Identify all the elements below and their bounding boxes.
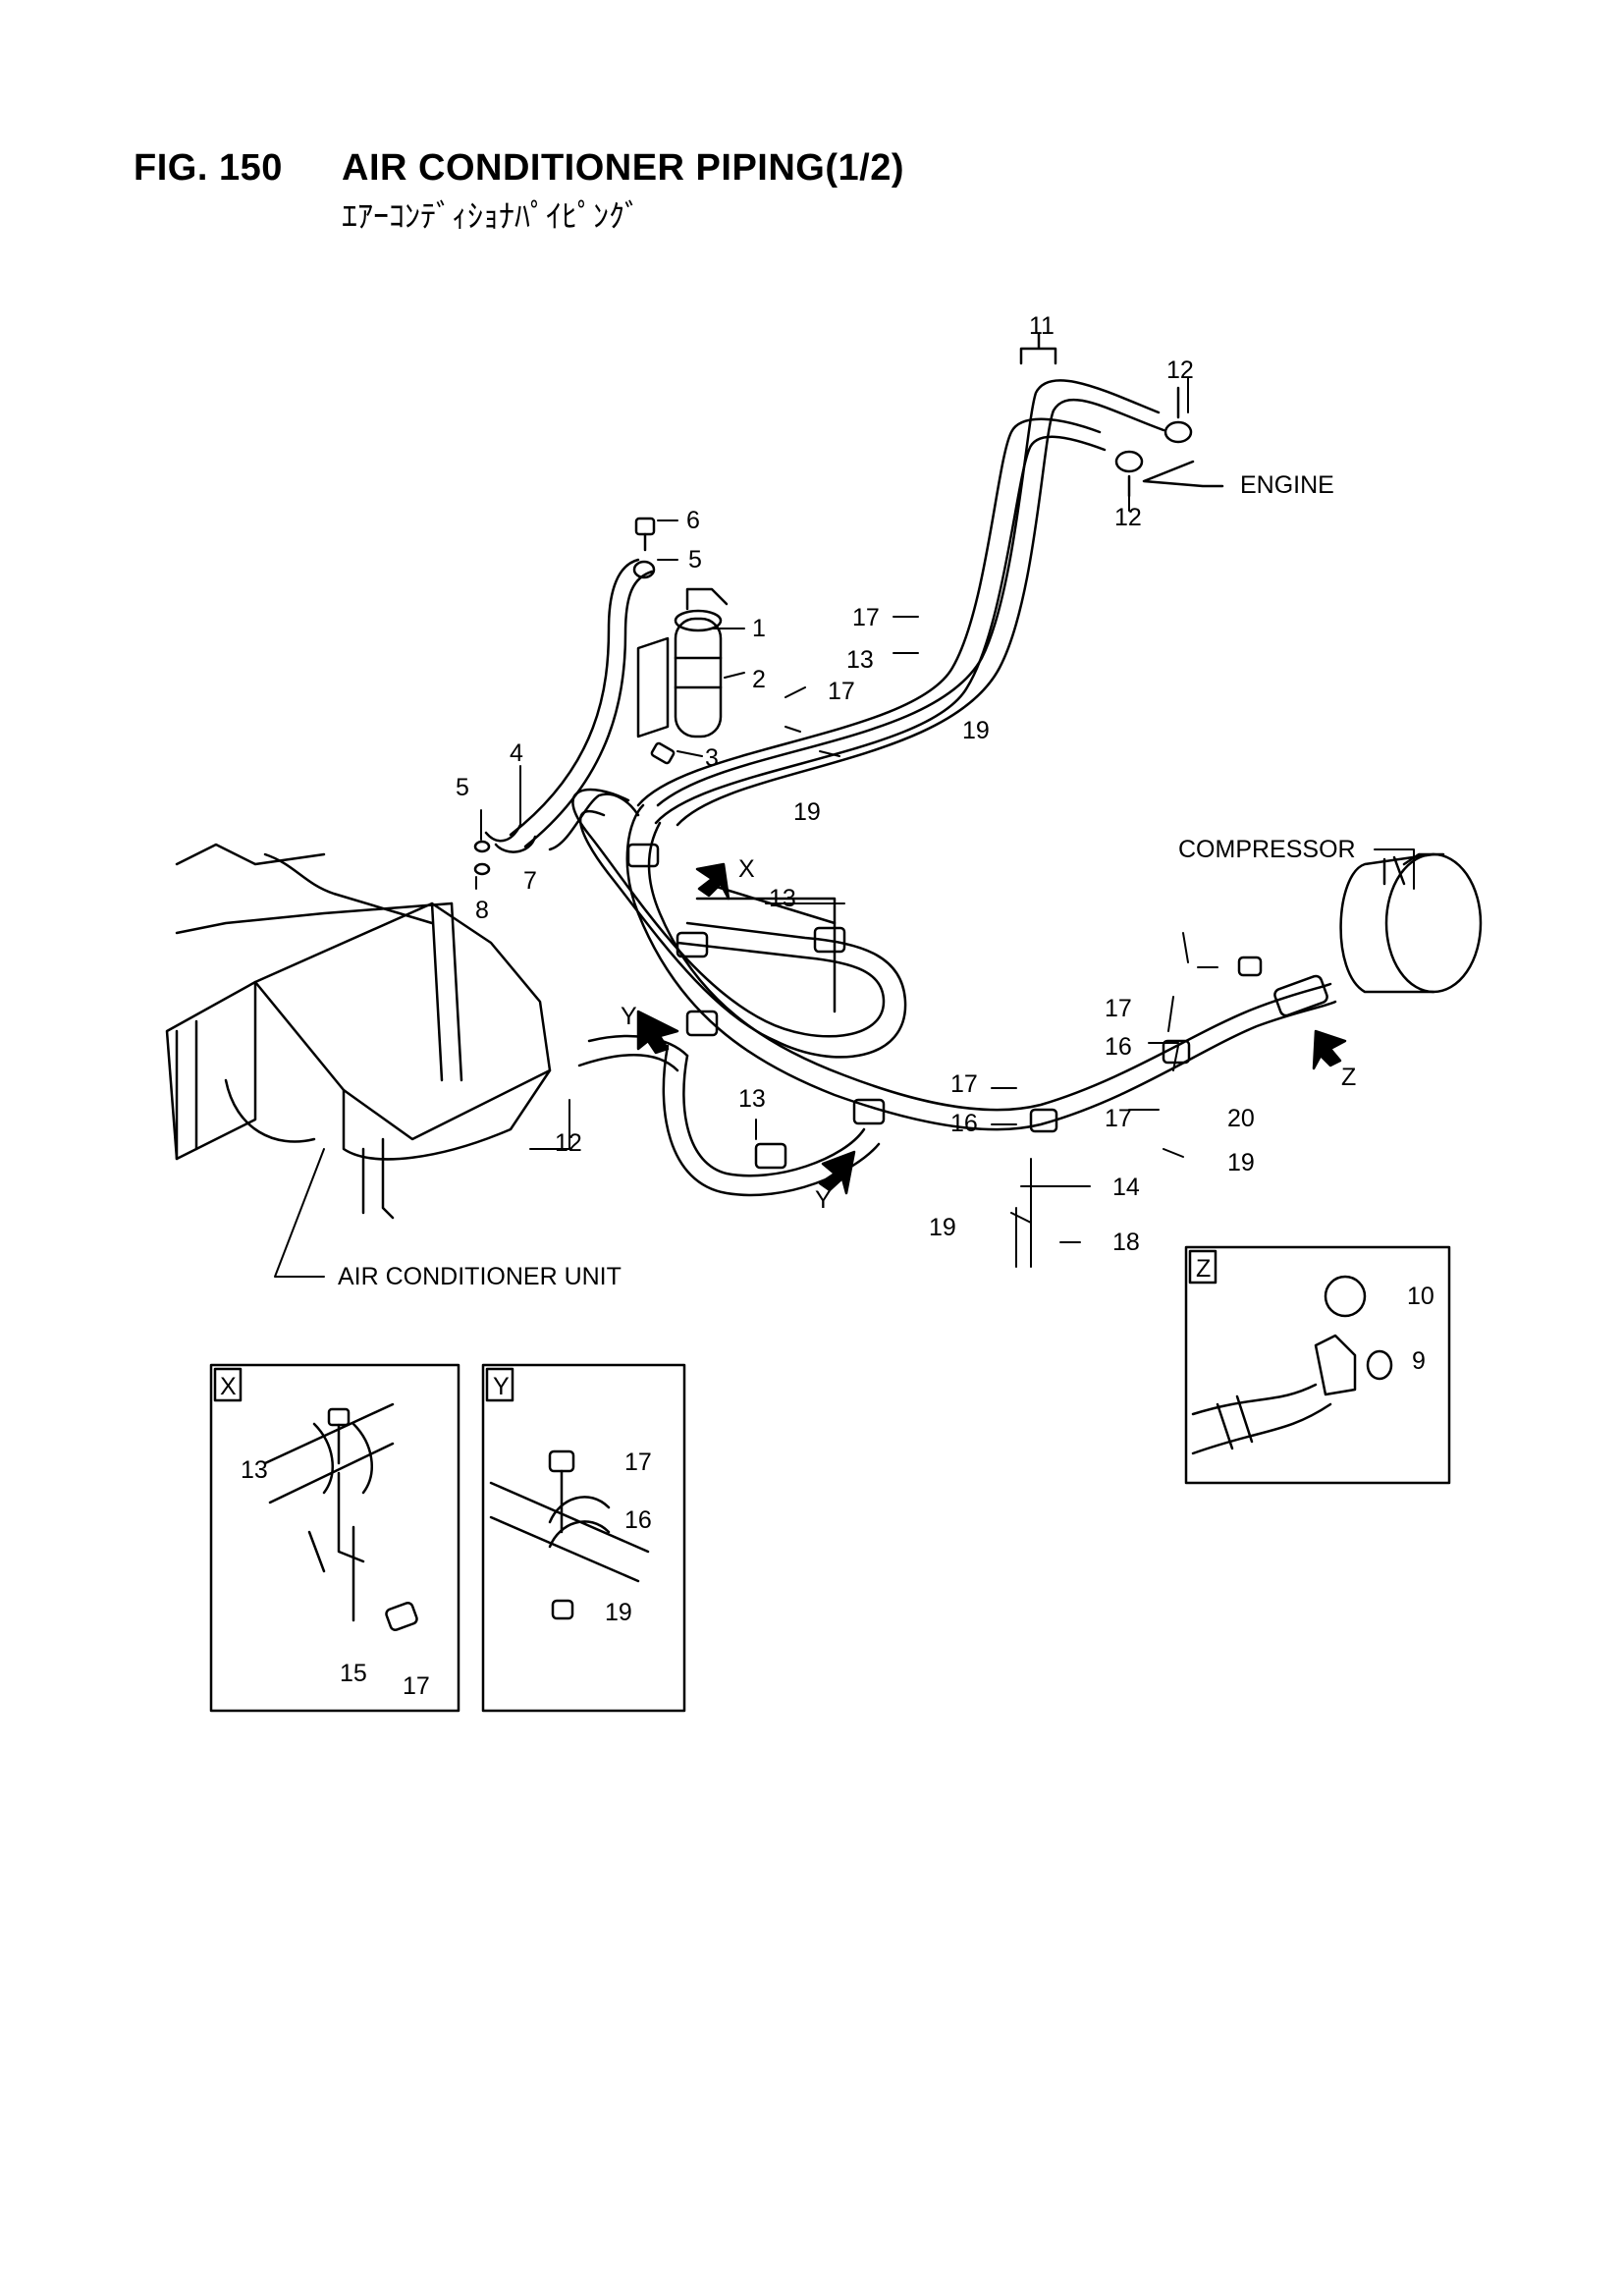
detail-view-labels: X 13 15 17 Y 17 16 19 Z 10 9 xyxy=(220,1255,1434,1700)
callout-12c: 12 xyxy=(555,1129,582,1157)
bolt-icon xyxy=(473,517,676,876)
arrow-y-icon xyxy=(818,1150,856,1195)
callout-3: 3 xyxy=(705,744,719,772)
detail-box-z xyxy=(1184,1245,1451,1485)
detail-y-tag: Y xyxy=(493,1373,510,1400)
callout-19a: 19 xyxy=(962,717,990,744)
callout-6: 6 xyxy=(686,507,700,534)
arrow-z-icon xyxy=(1312,1029,1347,1070)
callout-2: 2 xyxy=(752,666,766,693)
callout-19b: 19 xyxy=(793,798,821,826)
figure-title-line: FIG. 150 AIR CONDITIONER PIPING(1/2) xyxy=(134,147,904,190)
detail-box-y xyxy=(481,1363,686,1713)
detail-x-tag: X xyxy=(220,1373,237,1400)
callout-labels: 1 2 3 4 5 5 6 7 8 11 12 12 12 13 13 13 1… xyxy=(456,312,1356,1256)
leader-lines xyxy=(274,377,1415,1278)
callout-17b: 17 xyxy=(828,678,855,705)
engine-label: ENGINE xyxy=(1240,471,1334,499)
callout-20: 20 xyxy=(1227,1105,1255,1132)
detail-x-label-15: 15 xyxy=(340,1660,367,1687)
callout-1: 1 xyxy=(752,615,766,642)
detail-y-label-16: 16 xyxy=(624,1506,652,1534)
callout-17e: 17 xyxy=(1105,1105,1132,1132)
detail-x-label-17: 17 xyxy=(403,1672,430,1700)
callout-19d: 19 xyxy=(929,1214,956,1241)
callout-8: 8 xyxy=(475,897,489,924)
callout-5b: 5 xyxy=(456,774,469,801)
callout-17d: 17 xyxy=(950,1070,978,1098)
engine-hoses xyxy=(636,332,1165,827)
hose-clamp-icon xyxy=(1114,386,1224,498)
callout-16a: 16 xyxy=(1105,1033,1132,1061)
callout-5a: 5 xyxy=(688,546,702,574)
compressor xyxy=(1237,852,1483,1017)
callout-19c: 19 xyxy=(1227,1149,1255,1176)
detail-z-tag: Z xyxy=(1196,1255,1211,1283)
detail-box-x xyxy=(209,1363,460,1713)
receiver-dryer xyxy=(636,587,729,738)
figure-number: FIG. 150 xyxy=(134,147,283,189)
view-arrows xyxy=(636,862,1347,1195)
figure-subtitle: ｴｱｰｺﾝﾃﾞｨｼｮﾅﾊﾟｲﾋﾟﾝｸﾞ xyxy=(342,197,641,235)
callout-12a: 12 xyxy=(1166,356,1194,384)
callout-14: 14 xyxy=(1112,1174,1140,1201)
liquid-hose xyxy=(484,558,654,853)
title-block: FIG. 150 AIR CONDITIONER PIPING(1/2) ｴｱｰｺ… xyxy=(134,147,904,237)
callout-17a: 17 xyxy=(852,604,880,631)
callout-12b: 12 xyxy=(1114,504,1142,531)
compressor-label: COMPRESSOR xyxy=(1178,836,1356,863)
callout-4: 4 xyxy=(510,739,523,767)
callout-13b: 13 xyxy=(769,885,796,912)
arrow-x-icon xyxy=(695,862,730,901)
view-label-y2: Y xyxy=(815,1186,832,1214)
pipe-run-main xyxy=(571,788,1337,1197)
callout-13a: 13 xyxy=(846,646,874,674)
detail-z-label-9: 9 xyxy=(1412,1347,1426,1375)
callout-18: 18 xyxy=(1112,1229,1140,1256)
view-label-y1: Y xyxy=(621,1003,637,1030)
callout-7: 7 xyxy=(523,867,537,895)
detail-x-label-13: 13 xyxy=(241,1456,268,1484)
detail-y-label-19: 19 xyxy=(605,1599,632,1626)
ac-unit-label: AIR CONDITIONER UNIT xyxy=(338,1263,622,1290)
detail-z-label-10: 10 xyxy=(1407,1283,1434,1310)
view-label-x: X xyxy=(738,855,755,883)
arrow-y-icon xyxy=(636,1010,679,1055)
callout-17c: 17 xyxy=(1105,995,1132,1022)
view-label-z: Z xyxy=(1341,1064,1356,1091)
callout-16b: 16 xyxy=(950,1110,978,1137)
detail-y-label-17: 17 xyxy=(624,1449,652,1476)
figure-title: AIR CONDITIONER PIPING(1/2) xyxy=(342,147,904,189)
callout-13c: 13 xyxy=(738,1085,766,1113)
component-labels: ENGINE COMPRESSOR AIR CONDITIONER UNIT xyxy=(338,471,1356,1290)
callout-11: 11 xyxy=(1029,312,1055,340)
air-conditioner-unit xyxy=(165,843,552,1220)
